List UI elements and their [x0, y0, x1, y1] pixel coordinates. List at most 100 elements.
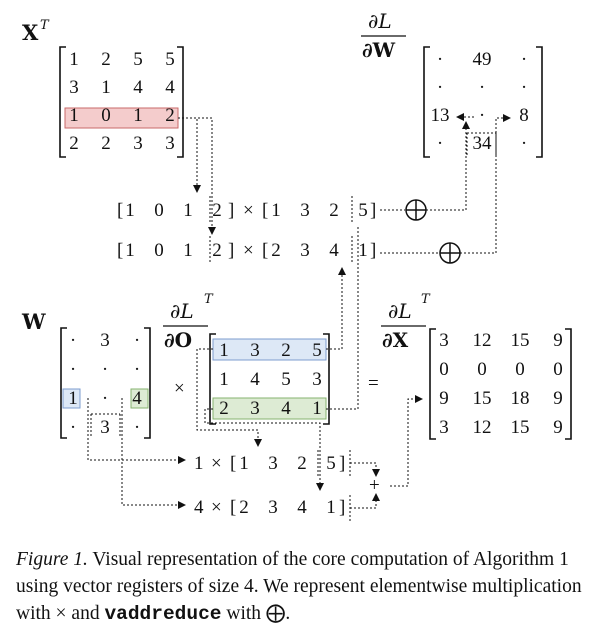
svg-text:]: ]	[339, 497, 345, 518]
dx-cell: 9	[553, 330, 563, 351]
scalar-vec-cell: 3	[268, 497, 278, 518]
equals-sign: =	[368, 373, 379, 394]
w-cell: 1	[68, 388, 78, 409]
product-cell: 3	[300, 240, 310, 261]
dw-matrix: ·49····13·8·34·	[423, 46, 543, 158]
scalar-vec-cell: 1	[326, 497, 336, 518]
do-cell: 5	[312, 340, 322, 361]
w-cell: ·	[102, 388, 108, 409]
caption-text-1: Visual representation of the core comput…	[16, 549, 582, 624]
times-sign-2: ×	[243, 240, 254, 261]
dw-numerator: ∂L	[368, 9, 392, 33]
dx-cell: 15	[511, 330, 530, 351]
xt-cell: 4	[165, 77, 175, 98]
xt-superscript: T	[40, 18, 50, 33]
xt-left-bracket	[59, 46, 66, 158]
dx-cell: 15	[511, 417, 530, 438]
dw-cell: ·	[521, 133, 527, 154]
xt-cell: 1	[133, 105, 143, 126]
vaddreduce-icon	[439, 242, 461, 264]
xt-cell: 3	[133, 133, 143, 154]
product-cell: 3	[300, 200, 310, 221]
xt-cell: 2	[165, 105, 175, 126]
w-matrix: ·3····1·4·3·	[60, 327, 151, 439]
do-cell: 3	[250, 340, 260, 361]
dx-numerator: ∂L	[388, 299, 412, 323]
svg-text:]: ]	[228, 240, 234, 261]
dx-cell: 18	[511, 388, 530, 409]
do-numerator: ∂L	[170, 299, 194, 323]
do-cell: 2	[219, 398, 229, 419]
vaddreduce-icon	[405, 199, 427, 221]
xt-cell: 3	[165, 133, 175, 154]
dx-cell: 0	[515, 359, 525, 380]
product-cell: 2	[212, 240, 222, 261]
dw-cell: ·	[479, 105, 485, 126]
dx-cell: 15	[473, 388, 492, 409]
dw-cell: ·	[437, 77, 443, 98]
svg-text:[: [	[262, 200, 268, 221]
caption-text-2: with ⨁.	[221, 603, 291, 624]
product-cell: 0	[154, 240, 164, 261]
dw-left-bracket	[423, 46, 430, 158]
scalar-vec-cell: 5	[326, 453, 336, 474]
dx-denominator: ∂X	[382, 328, 409, 352]
do-cell: 2	[281, 340, 291, 361]
svg-text:]: ]	[339, 453, 345, 474]
w-left-bracket	[60, 327, 67, 439]
times-sign-1: ×	[243, 200, 254, 221]
product-cell: 1	[271, 200, 281, 221]
product-cell: 1	[183, 200, 193, 221]
xt-cell: 2	[69, 133, 79, 154]
product-cell: 1	[358, 240, 368, 261]
dw-cell: ·	[437, 49, 443, 70]
scalar-vec-cell: 4	[297, 497, 307, 518]
do-cell: 3	[250, 398, 260, 419]
do-cell: 4	[281, 398, 291, 419]
plus-sign: +	[369, 475, 380, 496]
product-cell: 2	[212, 200, 222, 221]
do-row1-highlight	[212, 338, 327, 361]
product-cell: 1	[183, 240, 193, 261]
svg-text:[: [	[117, 240, 123, 261]
w-cell: ·	[134, 359, 140, 380]
product-cell: 5	[358, 200, 368, 221]
xt-cell: 0	[101, 105, 111, 126]
w-cell: 3	[100, 330, 110, 351]
scalar-1: 1	[194, 453, 204, 474]
w-label: W	[21, 309, 46, 334]
do-denominator: ∂O	[164, 328, 192, 352]
dw-cell: 8	[519, 105, 529, 126]
dx-cell: 3	[439, 417, 449, 438]
dw-cell: 49	[473, 49, 492, 70]
dw-denominator: ∂W	[362, 38, 396, 62]
scalar-vec-cell: 3	[268, 453, 278, 474]
dx-cell: 9	[553, 417, 563, 438]
do-cell: 3	[312, 369, 322, 390]
dx-cell: 0	[439, 359, 449, 380]
svg-text:]: ]	[370, 240, 376, 261]
w-right-bracket	[144, 327, 151, 439]
svg-text:[: [	[230, 497, 236, 518]
product-cell: 4	[329, 240, 339, 261]
svg-text:[: [	[117, 200, 123, 221]
do-cell: 1	[219, 369, 229, 390]
svg-text:[: [	[230, 453, 236, 474]
xt-cell: 1	[69, 105, 79, 126]
dw-cell: ·	[479, 77, 485, 98]
w-cell: ·	[134, 417, 140, 438]
w-cell: ·	[70, 330, 76, 351]
xt-cell: 5	[165, 49, 175, 70]
do-left-bracket	[209, 333, 216, 425]
w-blue-highlight	[62, 388, 81, 409]
w-cell: 4	[132, 388, 142, 409]
xt-row3-highlight	[64, 107, 179, 129]
